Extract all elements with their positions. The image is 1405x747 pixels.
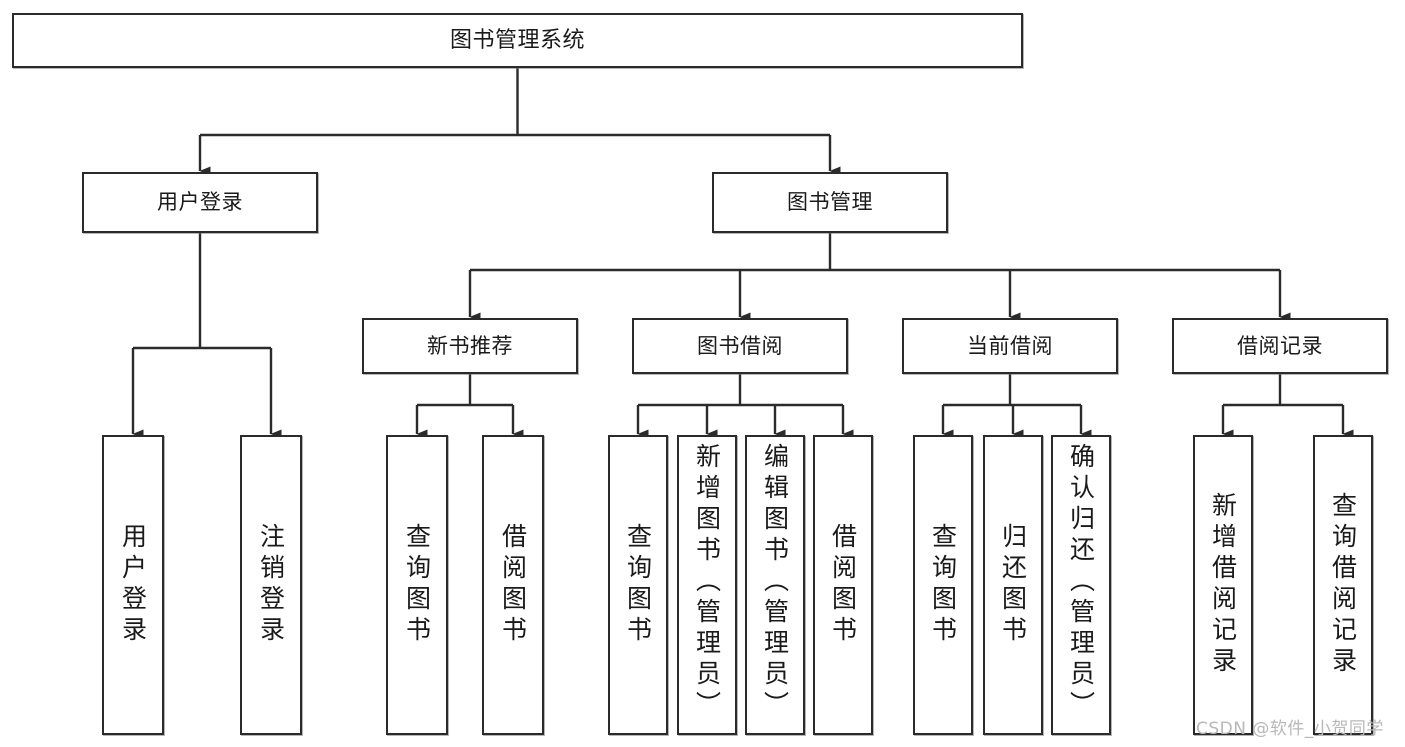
node-label: 图书管理系统 (449, 27, 585, 53)
node-root[interactable]: 图书管理系统 (12, 13, 1023, 68)
node-label: 查询借阅记录 (1328, 492, 1358, 678)
node-leaf-brw-add[interactable]: 新增图书（管理员） (677, 435, 737, 735)
node-new-book-rec[interactable]: 新书推荐 (362, 318, 578, 374)
connector-lines (131, 68, 1354, 439)
node-leaf-brw-edit[interactable]: 编辑图书（管理员） (745, 435, 805, 735)
node-borrow-record[interactable]: 借阅记录 (1172, 318, 1388, 374)
node-current-borrow[interactable]: 当前借阅 (902, 318, 1118, 374)
node-user-login[interactable]: 用户登录 (82, 172, 318, 233)
node-label: 查询图书 (623, 523, 653, 647)
node-label: 确认归还（管理员） (1066, 443, 1096, 722)
node-leaf-cur-query[interactable]: 查询图书 (913, 435, 973, 735)
node-label: 借阅记录 (1237, 333, 1323, 358)
node-label: 新书推荐 (427, 333, 513, 358)
node-label: 新增借阅记录 (1208, 492, 1238, 678)
node-leaf-user-logout[interactable]: 注销登录 (240, 435, 302, 735)
node-label: 新增图书（管理员） (692, 443, 722, 722)
node-label: 注销登录 (256, 523, 286, 647)
node-leaf-cur-return[interactable]: 归还图书 (983, 435, 1043, 735)
node-leaf-cur-confirm[interactable]: 确认归还（管理员） (1051, 435, 1111, 735)
node-leaf-brw-query[interactable]: 查询图书 (608, 435, 668, 735)
node-label: 编辑图书（管理员） (760, 443, 790, 722)
node-label: 图书管理 (787, 190, 873, 215)
node-label: 图书借阅 (697, 333, 783, 358)
node-label: 用户登录 (118, 523, 148, 647)
node-label: 归还图书 (998, 523, 1028, 647)
node-label: 借阅图书 (498, 523, 528, 647)
node-label: 用户登录 (157, 190, 243, 215)
node-leaf-brw-borrow[interactable]: 借阅图书 (813, 435, 873, 735)
node-book-borrow[interactable]: 图书借阅 (632, 318, 848, 374)
node-leaf-rec-query2[interactable]: 查询借阅记录 (1313, 435, 1373, 735)
csdn-watermark: CSDN @软件_小贺同学 (1196, 719, 1384, 739)
node-book-mgmt[interactable]: 图书管理 (712, 172, 948, 233)
node-leaf-rec-borrow[interactable]: 借阅图书 (482, 435, 544, 735)
node-label: 当前借阅 (967, 333, 1053, 358)
node-label: 借阅图书 (828, 523, 858, 647)
node-leaf-rec-query[interactable]: 查询图书 (386, 435, 448, 735)
node-label: 查询图书 (928, 523, 958, 647)
node-label: 查询图书 (402, 523, 432, 647)
node-leaf-rec-add[interactable]: 新增借阅记录 (1193, 435, 1253, 735)
node-leaf-user-login[interactable]: 用户登录 (102, 435, 164, 735)
